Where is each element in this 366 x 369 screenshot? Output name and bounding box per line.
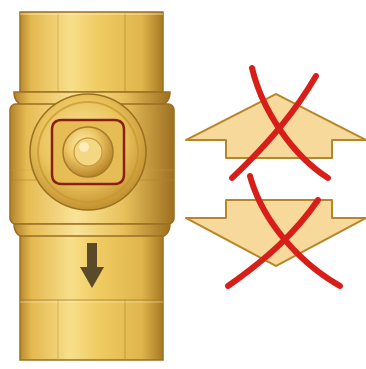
top-hex-fitting [20,12,163,92]
ball-valve [10,12,174,360]
